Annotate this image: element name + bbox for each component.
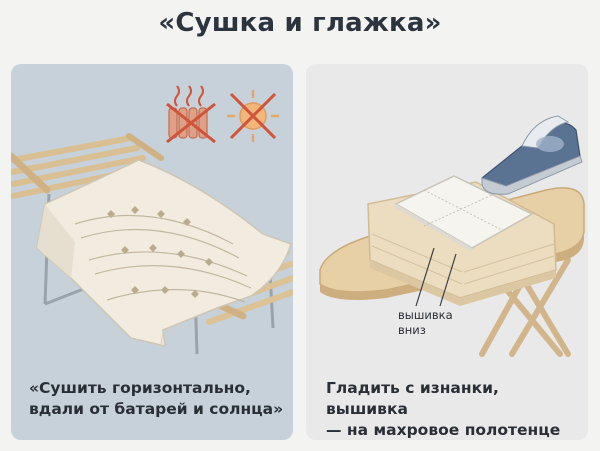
- ironing-panel: вышивка вниз Гладить с изнанки, вышивка …: [306, 64, 588, 440]
- drying-caption-line2: вдали от батарей и солнца»: [29, 400, 284, 418]
- embroidery-down-callout: вышивка вниз: [398, 308, 453, 338]
- callout-line2: вниз: [398, 323, 426, 337]
- ironing-caption-line1: Гладить с изнанки, вышивка: [326, 379, 499, 418]
- ironing-board-illustration: [319, 115, 585, 357]
- ironing-caption: Гладить с изнанки, вышивка — на махровое…: [326, 378, 586, 440]
- page-title: «Сушка и глажка»: [158, 8, 442, 38]
- iron-icon: [481, 115, 583, 195]
- callout-line1: вышивка: [398, 308, 453, 322]
- drying-rack-illustration: [11, 133, 293, 355]
- ironing-caption-line2: — на махровое полотенце: [326, 421, 561, 439]
- drying-caption: «Сушить горизонтально, вдали от батарей …: [29, 378, 289, 420]
- drying-caption-line1: «Сушить горизонтально,: [29, 379, 251, 397]
- no-sun-icon: [227, 90, 279, 142]
- drying-panel: «Сушить горизонтально, вдали от батарей …: [11, 64, 293, 440]
- no-radiator-icon: [166, 85, 216, 144]
